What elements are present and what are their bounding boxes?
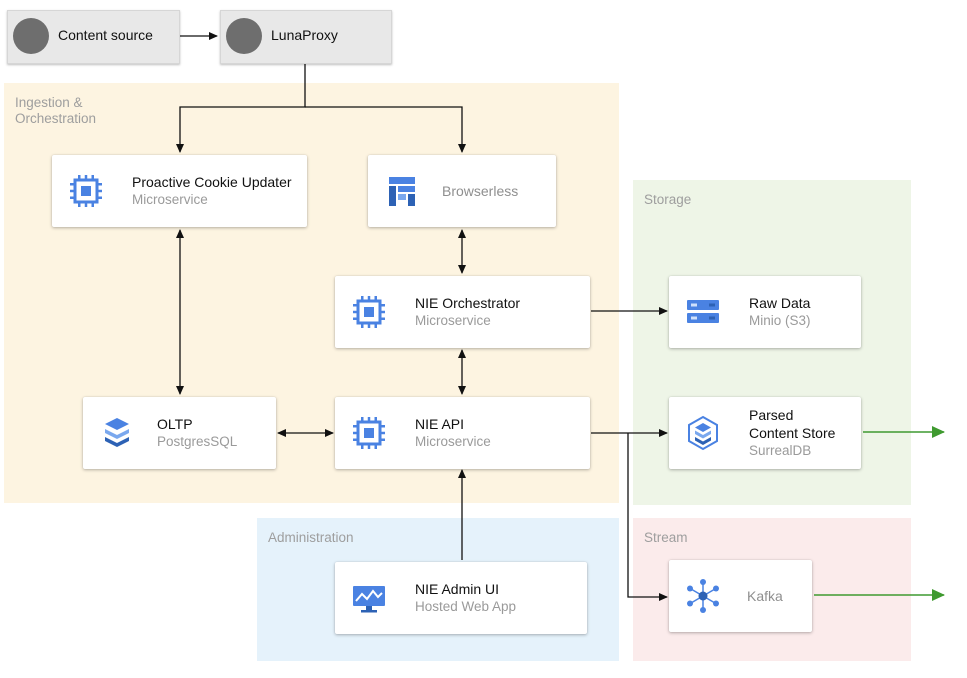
- zone-stream-label: Stream: [644, 530, 688, 545]
- orchestrator-title: NIE Orchestrator: [415, 295, 521, 311]
- chip-icon: [70, 175, 102, 207]
- oltp-node[interactable]: OLTP PostgresSQL: [83, 397, 276, 469]
- nie-api-node[interactable]: NIE API Microservice: [335, 397, 590, 469]
- oltp-title: OLTP: [157, 416, 193, 432]
- storage-server-icon: [687, 300, 719, 323]
- cube-stack-icon: [688, 415, 718, 451]
- raw-data-sub: Minio (S3): [749, 313, 811, 328]
- content-source-circle-icon: [13, 18, 49, 54]
- cookie-updater-sub: Microservice: [132, 192, 208, 207]
- parsed-store-node[interactable]: Parsed Content Store SurrealDB: [669, 397, 861, 469]
- chip-icon: [353, 417, 385, 449]
- zone-storage-label: Storage: [644, 192, 692, 207]
- parsed-store-sub: SurrealDB: [749, 443, 812, 458]
- edge-lunaproxy-split: [176, 64, 306, 153]
- browserless-title: Browserless: [442, 183, 519, 199]
- edge-api-kafka: [627, 433, 668, 601]
- zone-administration-label: Administration: [268, 530, 354, 545]
- nie-api-title: NIE API: [415, 416, 465, 432]
- kafka-title: Kafka: [747, 588, 783, 604]
- chip-icon: [353, 296, 385, 328]
- oltp-sub: PostgresSQL: [157, 434, 238, 449]
- browserless-node[interactable]: Browserless: [368, 155, 556, 227]
- cookie-updater-title: Proactive Cookie Updater: [132, 174, 292, 190]
- content-source-node[interactable]: Content source: [7, 10, 180, 64]
- edge-lunaproxy-to-browserless: [305, 106, 466, 153]
- content-source-label: Content source: [58, 27, 153, 43]
- orchestrator-sub: Microservice: [415, 313, 491, 328]
- parsed-store-title: Parsed Content Store: [749, 407, 836, 441]
- kafka-node[interactable]: Kafka: [669, 560, 812, 632]
- lunaproxy-node[interactable]: LunaProxy: [220, 10, 392, 64]
- admin-ui-sub: Hosted Web App: [415, 599, 517, 614]
- nie-api-sub: Microservice: [415, 434, 491, 449]
- admin-ui-title: NIE Admin UI: [415, 581, 500, 597]
- kafka-cluster-icon: [687, 579, 719, 613]
- lunaproxy-label: LunaProxy: [271, 27, 338, 43]
- monitor-icon: [353, 586, 385, 613]
- raw-data-node[interactable]: Raw Data Minio (S3): [669, 276, 861, 348]
- zone-ingestion-label: Ingestion & Orchestration: [15, 95, 97, 126]
- admin-ui-node[interactable]: NIE Admin UI Hosted Web App: [335, 562, 587, 634]
- cookie-updater-node[interactable]: Proactive Cookie Updater Microservice: [52, 155, 307, 227]
- lunaproxy-circle-icon: [226, 18, 262, 54]
- browserless-logo-icon: [389, 177, 415, 206]
- raw-data-title: Raw Data: [749, 295, 811, 311]
- orchestrator-node[interactable]: NIE Orchestrator Microservice: [335, 276, 590, 348]
- database-layers-icon: [105, 418, 129, 447]
